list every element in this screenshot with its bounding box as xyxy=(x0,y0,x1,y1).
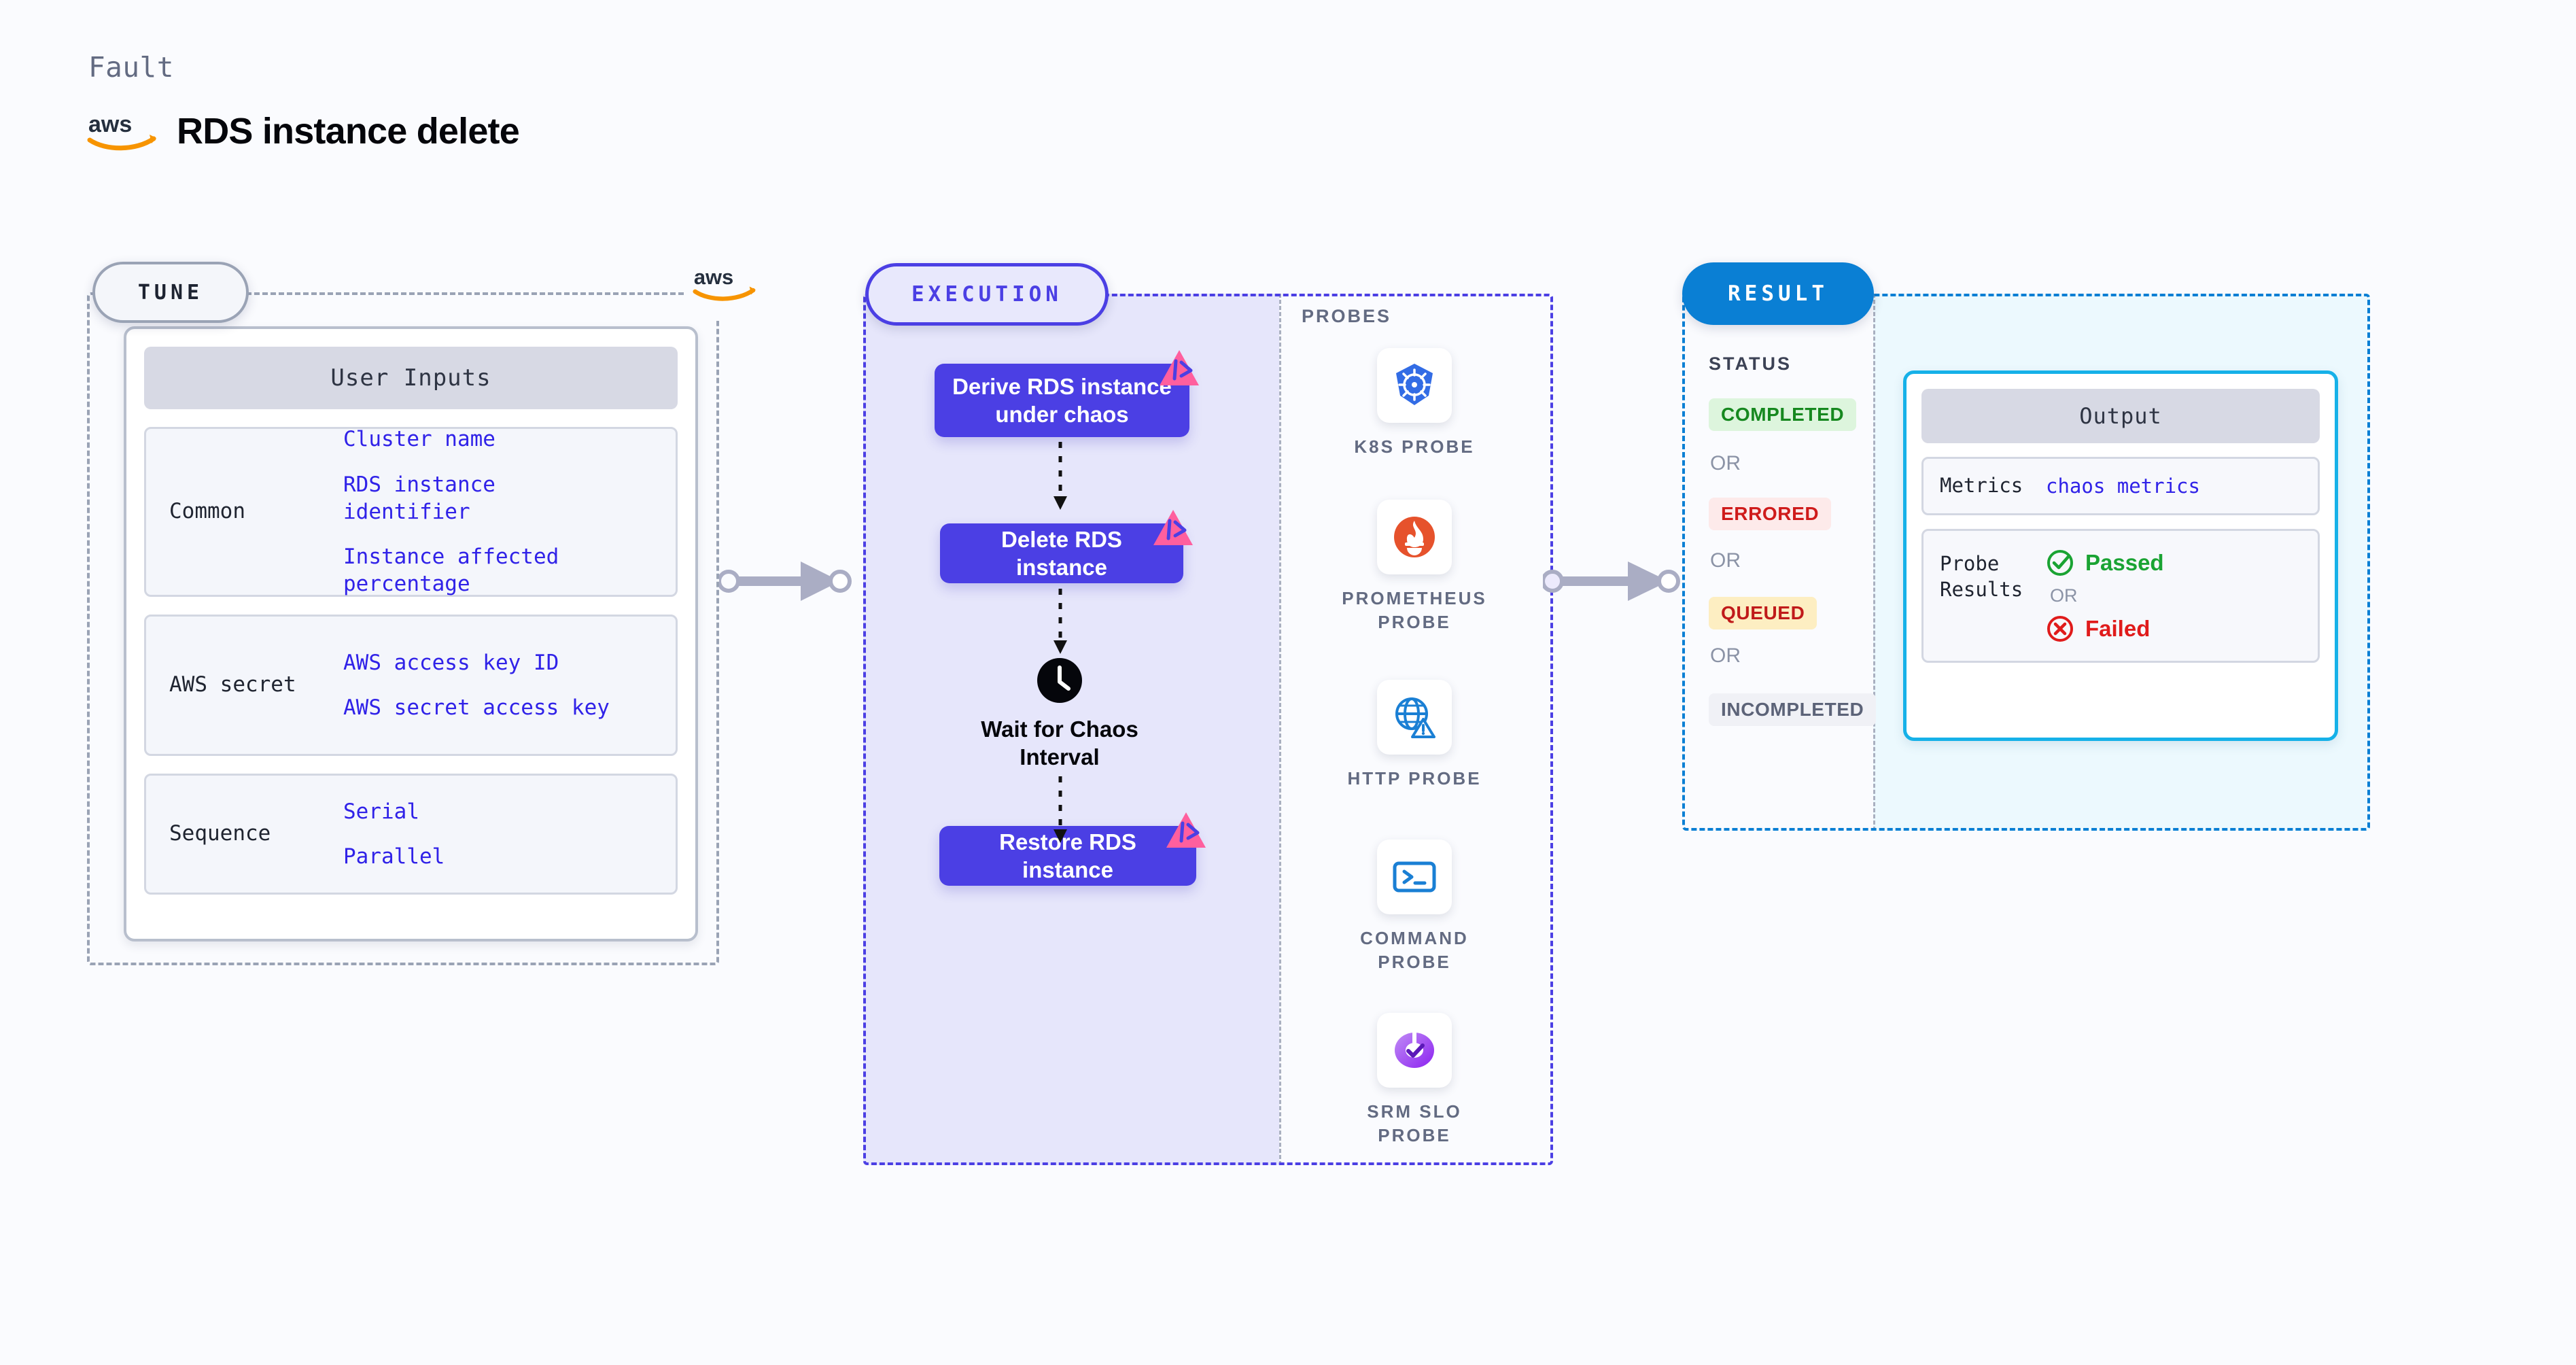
tune-group-aws-secret: AWS secret AWS access key ID AWS secret … xyxy=(144,615,678,756)
passed-label: Passed xyxy=(2085,550,2164,575)
probe-icon-wrap xyxy=(1377,500,1452,574)
status-badge-queued: QUEUED xyxy=(1709,597,1817,629)
probe-label: SRM SLO PROBE xyxy=(1367,1101,1462,1146)
probe-icon-wrap xyxy=(1377,840,1452,914)
result-badge[interactable]: RESULT xyxy=(1682,262,1874,325)
tune-panel-border xyxy=(87,292,719,965)
connector-tune-to-execution xyxy=(719,561,852,601)
status-label: STATUS xyxy=(1709,353,1792,374)
probe-result-or: OR xyxy=(2050,585,2078,606)
probe-icon-wrap xyxy=(1377,1013,1452,1088)
aws-logo-icon: aws xyxy=(686,246,767,321)
tune-value[interactable]: RDS instance identifier xyxy=(343,472,495,524)
flow-arrow-3 xyxy=(1054,776,1067,843)
kubernetes-icon xyxy=(1396,364,1433,405)
status-badge-errored: ERRORED xyxy=(1709,498,1832,530)
probe-result-failed: Failed xyxy=(2046,615,2164,643)
svg-text:aws: aws xyxy=(88,111,132,137)
probe-label: HTTP PROBE xyxy=(1347,768,1482,789)
tune-group-values: AWS access key ID AWS secret access key xyxy=(343,629,623,742)
status-or-1: OR xyxy=(1710,452,1741,474)
tune-group-sequence: Sequence Serial Parallel xyxy=(144,774,678,895)
user-inputs-title: User Inputs xyxy=(144,347,678,409)
page-title: RDS instance delete xyxy=(177,111,520,152)
execution-panel-border xyxy=(863,294,1553,1165)
execution-node-wait[interactable]: Wait for Chaos Interval xyxy=(968,657,1151,772)
node-label: Restore RDS instance xyxy=(999,829,1136,882)
node-label: Delete RDS instance xyxy=(1001,526,1122,580)
terminal-icon xyxy=(1393,861,1436,893)
tune-group-values: Cluster name RDS instance identifier Ins… xyxy=(343,405,642,618)
tune-group-common: Common Cluster name RDS instance identif… xyxy=(144,427,678,597)
probe-prometheus[interactable]: PROMETHEUS PROBE xyxy=(1336,500,1493,634)
metrics-value[interactable]: chaos metrics xyxy=(2046,474,2200,498)
tune-group-label: AWS secret xyxy=(169,672,296,697)
result-status-divider xyxy=(1873,294,1875,831)
metrics-label: Metrics xyxy=(1940,474,2023,498)
tune-value[interactable]: AWS access key ID xyxy=(343,650,559,675)
prometheus-icon xyxy=(1394,517,1435,557)
node-label: Wait for Chaos Interval xyxy=(981,716,1138,770)
output-title: Output xyxy=(1921,389,2320,443)
probe-srm-slo[interactable]: SRM SLO PROBE xyxy=(1336,1013,1493,1147)
http-globe-icon xyxy=(1395,697,1435,738)
svg-text:aws: aws xyxy=(694,265,733,289)
execution-node-restore[interactable]: Restore RDS instance xyxy=(939,812,1206,886)
litmus-icon xyxy=(1153,510,1193,545)
page-title-row: aws RDS instance delete xyxy=(87,110,520,152)
output-card: Output Metrics chaos metrics Probe Resul… xyxy=(1903,370,2338,741)
node-label: Derive RDS instance under chaos xyxy=(952,373,1172,427)
tune-group-label: Common xyxy=(169,499,245,524)
litmus-icon xyxy=(1160,350,1199,385)
probe-http[interactable]: HTTP PROBE xyxy=(1336,680,1493,791)
tune-group-label: Sequence xyxy=(169,821,271,846)
tune-value[interactable]: Serial xyxy=(343,799,419,824)
tune-value[interactable]: Parallel xyxy=(343,844,445,869)
probe-label: K8S PROBE xyxy=(1354,436,1475,457)
execution-badge[interactable]: EXECUTION xyxy=(865,263,1109,326)
probe-label: PROMETHEUS PROBE xyxy=(1342,588,1487,633)
result-panel-border xyxy=(1682,294,2370,831)
probe-icon-wrap xyxy=(1377,348,1452,423)
tune-value[interactable]: Instance affected percentage xyxy=(343,545,559,597)
tune-panel: TUNE xyxy=(87,262,719,965)
status-or-3: OR xyxy=(1710,644,1741,667)
output-row-metrics: Metrics chaos metrics xyxy=(1921,457,2320,515)
page-kicker: Fault xyxy=(88,51,174,84)
probe-k8s[interactable]: K8S PROBE xyxy=(1336,348,1493,459)
execution-node-delete[interactable]: Delete RDS instance xyxy=(940,510,1193,583)
tune-group-values: Serial Parallel xyxy=(343,778,458,891)
x-circle-icon xyxy=(2047,616,2073,642)
litmus-icon xyxy=(1166,812,1206,848)
tune-value[interactable]: Cluster name xyxy=(343,427,495,452)
output-row-probe-results: Probe Results Passed OR Failed xyxy=(1921,529,2320,663)
status-badge-incompleted: INCOMPLETED xyxy=(1709,693,1877,726)
connector-execution-to-result xyxy=(1543,561,1680,601)
tune-badge[interactable]: TUNE xyxy=(92,262,249,323)
check-circle-icon xyxy=(2047,550,2073,576)
probe-label: COMMAND PROBE xyxy=(1360,928,1469,973)
probe-result-passed: Passed xyxy=(2046,549,2164,577)
tune-value[interactable]: AWS secret access key xyxy=(343,695,610,720)
clock-icon xyxy=(1037,658,1082,703)
probe-results-label: Probe Results xyxy=(1940,552,2023,601)
execution-node-derive[interactable]: Derive RDS instance under chaos xyxy=(935,350,1199,437)
flow-arrow-2 xyxy=(1054,589,1067,654)
status-badge-completed: COMPLETED xyxy=(1709,398,1857,431)
probes-subpanel xyxy=(1279,294,1553,1165)
status-or-2: OR xyxy=(1710,549,1741,572)
probe-icon-wrap xyxy=(1377,680,1452,755)
flow-arrow-1 xyxy=(1054,442,1067,510)
aws-logo-icon: aws xyxy=(87,111,156,151)
srm-slo-icon xyxy=(1395,1031,1434,1068)
failed-label: Failed xyxy=(2085,616,2151,641)
probe-command[interactable]: COMMAND PROBE xyxy=(1336,840,1493,974)
probe-results-values: Passed OR Failed xyxy=(2046,531,2164,661)
execution-fill xyxy=(863,294,1279,1165)
user-inputs-card: User Inputs Common Cluster name RDS inst… xyxy=(124,326,698,941)
execution-panel: EXECUTION xyxy=(863,263,1553,1165)
probes-label: PROBES xyxy=(1302,306,1392,326)
